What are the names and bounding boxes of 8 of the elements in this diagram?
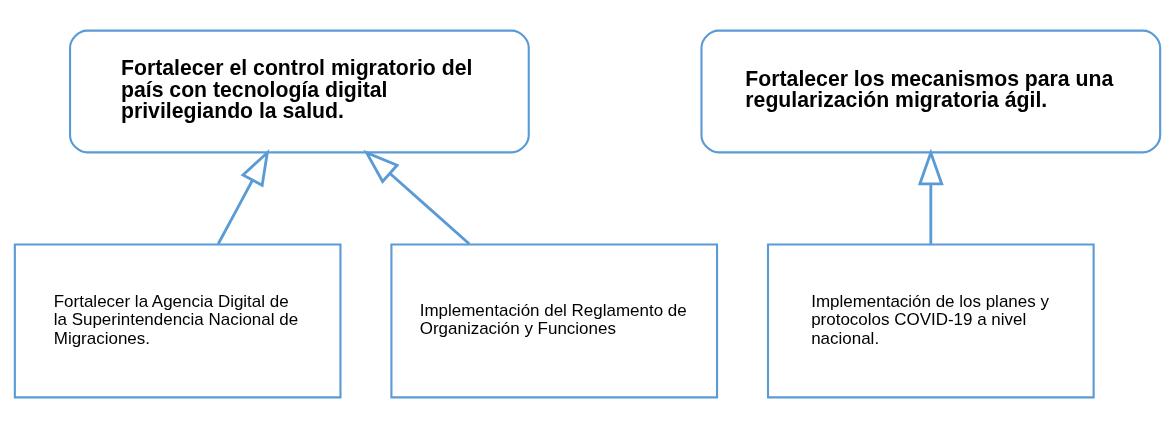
node-box: Fortalecer los mecanismos para una regularización migratoria ágil.: [700, 29, 1162, 154]
arrow: [363, 149, 471, 246]
arrow: [917, 148, 944, 245]
node-box: Implementación de los planes y protocolos COVID-19 a nivel nacional.: [766, 243, 1095, 399]
arrow: [216, 148, 270, 245]
node-box: Fortalecer la Agencia Digital de la Superintendencia Nacional de Migraciones.: [13, 243, 342, 399]
node-box: Implementación del Reglamento de Organización y Funciones: [390, 243, 719, 399]
node-box: Fortalecer el control migratorio del país con tecnología digital privilegiando la salud.: [69, 29, 530, 154]
